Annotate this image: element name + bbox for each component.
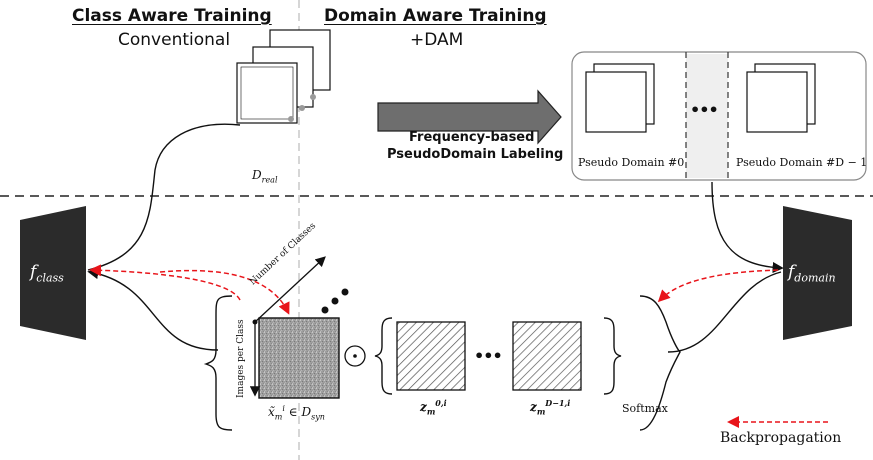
f-class-network xyxy=(20,206,86,340)
d-real-to-class-connector xyxy=(87,123,241,271)
class-aware-heading: Class Aware Training xyxy=(72,6,272,26)
mask-0 xyxy=(396,321,466,391)
backprop-arrow-domain xyxy=(657,269,779,303)
arrow-label-line2: PseudoDomain Labeling xyxy=(387,147,564,162)
backprop-arrow-class xyxy=(89,264,241,301)
arrow-label-line1: Frequency-based xyxy=(409,130,535,145)
softmax-label: Softmax xyxy=(622,402,668,415)
pseudo-labeling-arrow xyxy=(377,89,562,145)
mask-last xyxy=(512,321,582,391)
mask-ellipsis: ••• xyxy=(474,346,503,365)
f-domain-network xyxy=(783,206,852,340)
right-brace xyxy=(639,295,681,431)
synthetic-image-label: x̃mi ∈ Dsyn xyxy=(268,404,325,422)
pseudo-domain-last-label: Pseudo Domain #D − 1 xyxy=(736,156,868,169)
more-classes-dots xyxy=(321,288,349,314)
pseudo-domain-panel xyxy=(571,51,867,181)
mask-open-brace xyxy=(374,317,393,395)
mask-0-label: zm0,i xyxy=(420,398,447,417)
d-real-label: Dreal xyxy=(252,168,278,185)
pseudo-to-domain-connector xyxy=(711,181,784,274)
backprop-legend-label: Backpropagation xyxy=(720,430,842,446)
backprop-arrow-syn xyxy=(159,269,290,315)
domain-aware-subheading: +DAM xyxy=(410,30,464,50)
class-aware-subheading: Conventional xyxy=(118,30,231,50)
left-brace xyxy=(203,295,233,431)
pseudo-domain-ellipsis: ••• xyxy=(690,100,719,119)
syn-to-class-connector xyxy=(87,268,219,351)
d-real-stack xyxy=(236,29,331,124)
f-domain-label: fdomain xyxy=(788,262,836,285)
domain-aware-heading: Domain Aware Training xyxy=(324,6,547,26)
softmax-to-domain-connector xyxy=(667,271,782,353)
classes-axis xyxy=(254,256,326,323)
synthetic-image xyxy=(258,317,340,399)
f-class-label: fclass xyxy=(30,262,64,285)
mask-close-brace xyxy=(603,317,622,395)
pseudo-domain-first-label: Pseudo Domain #0 xyxy=(578,156,685,169)
images-axis-label: Images per Class xyxy=(236,319,246,398)
mask-last-label: zmD−1,i xyxy=(530,398,571,417)
